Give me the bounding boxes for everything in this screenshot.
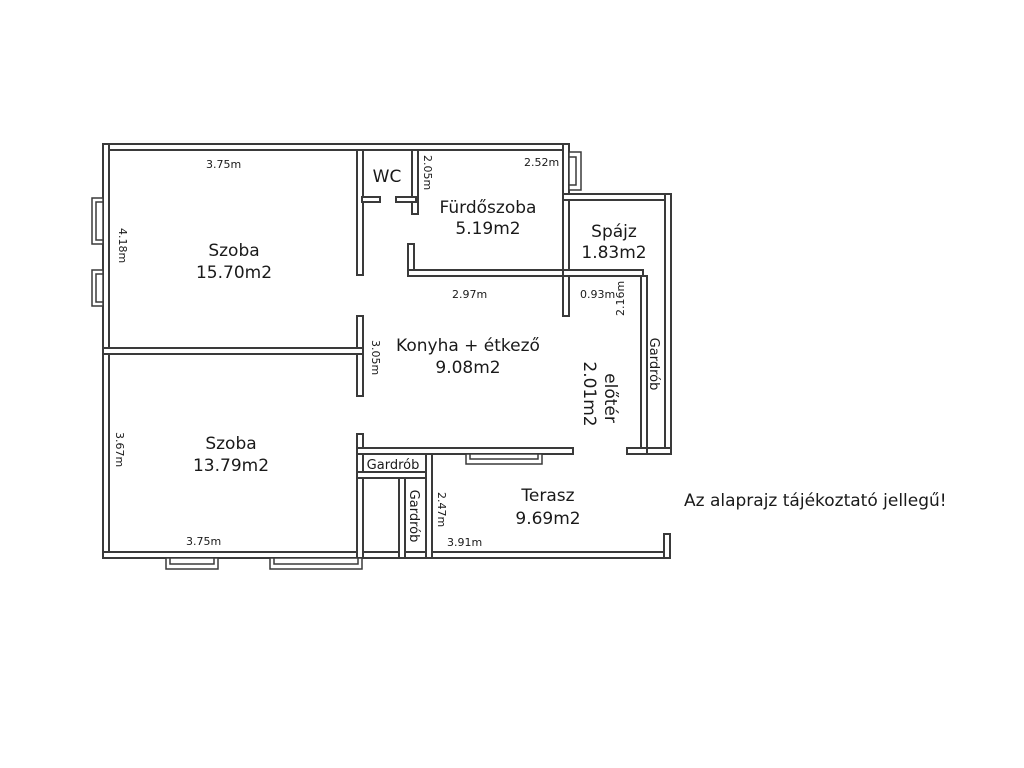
bottom-wall (102, 551, 670, 559)
window-left-2-inner (95, 273, 104, 303)
wall-kitchen-bottom (356, 447, 574, 455)
wall-eloter-stub (626, 447, 648, 455)
window-kitchen-inner (469, 453, 539, 460)
dim-szoba1-width: 3.75m (206, 158, 241, 171)
dim-szoba2-height: 3.67m (113, 432, 126, 467)
wall-spajz-bottom (562, 269, 644, 277)
wall-wc-door-left (361, 196, 381, 203)
wall-between-rooms (102, 347, 364, 355)
spajz-top-wall (562, 193, 672, 201)
dim-hall-small: 0.93m (580, 288, 615, 301)
room-wc-name: WC (373, 167, 402, 187)
room-eloter-name: előtér (600, 373, 620, 423)
wall-spajz-left (562, 199, 570, 317)
window-bottom-1-inner (169, 557, 215, 565)
interior-walls (102, 149, 672, 559)
dimension-labels: 3.75m 4.18m 2.05m 2.52m 2.97m 0.93m 2.16… (113, 155, 627, 549)
dim-szoba2-width: 3.75m (186, 535, 221, 548)
right-wall (664, 193, 672, 455)
dim-terasz-height: 2.47m (435, 492, 448, 527)
room-gardrob-right-name: Gardrób (646, 338, 661, 391)
wall-wc-right (411, 149, 419, 215)
dim-furdo-width: 2.52m (524, 156, 559, 169)
room-szoba1-area: 15.70m2 (196, 263, 272, 283)
dim-szoba1-height: 4.18m (116, 228, 129, 263)
dim-wc-height: 2.05m (421, 155, 434, 190)
wall-gardrob-v-left (398, 477, 406, 559)
room-gardrob-small-name: Gardrób (367, 458, 420, 473)
room-szoba2-area: 13.79m2 (193, 456, 269, 476)
room-furdo-area: 5.19m2 (455, 219, 520, 239)
dim-hall-width: 2.97m (452, 288, 487, 301)
wall-room1-right (356, 149, 364, 276)
dim-eloter-height: 2.16m (614, 281, 627, 316)
room-gardrob-vertical-name: Gardrób (406, 490, 421, 543)
room-spajz-name: Spájz (591, 222, 637, 242)
room-konyha-name: Konyha + étkező (396, 336, 540, 356)
dim-konyha-height: 3.05m (369, 340, 382, 375)
room-spajz-area: 1.83m2 (581, 243, 646, 263)
room-labels: Szoba 15.70m2 WC Fürdőszoba 5.19m2 Spájz… (193, 167, 661, 542)
room-furdo-name: Fürdőszoba (440, 198, 537, 218)
room-szoba2-name: Szoba (205, 434, 256, 454)
room-konyha-area: 9.08m2 (435, 358, 500, 378)
room-terasz-name: Terasz (520, 486, 574, 506)
wall-bath-bottom (407, 269, 569, 277)
windows (91, 151, 582, 570)
dim-terasz-width: 3.91m (447, 536, 482, 549)
terrace-right-post (663, 533, 671, 559)
wall-wc-door-right (395, 196, 417, 203)
bath-right-wall (562, 143, 570, 201)
disclaimer-note: Az alaprajz tájékoztató jellegű! (684, 491, 947, 511)
window-bath-inner (568, 156, 577, 186)
window-left-1-inner (95, 201, 104, 241)
wall-terrace-left (425, 453, 433, 559)
window-bottom-2-inner (273, 557, 359, 565)
room-eloter-area: 2.01m2 (579, 361, 599, 426)
room-terasz-area: 9.69m2 (515, 509, 580, 529)
room-szoba1-name: Szoba (208, 241, 259, 261)
wall-kitchen-left (356, 315, 364, 397)
top-wall (102, 143, 570, 151)
